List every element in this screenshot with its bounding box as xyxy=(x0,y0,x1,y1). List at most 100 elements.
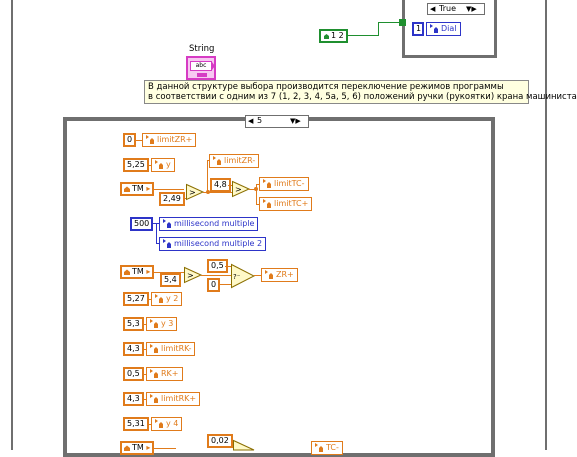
wire-9 xyxy=(228,185,233,186)
wire-24 xyxy=(142,349,147,350)
svg-text:>: > xyxy=(187,271,194,280)
const-0-b[interactable]: 0 xyxy=(207,278,221,292)
const-5-4[interactable]: 5,4 xyxy=(160,273,181,287)
svg-text:?⁻: ?⁻ xyxy=(233,273,241,281)
ind-ZR-plus[interactable]: ZR+ xyxy=(261,268,298,282)
wire-18 xyxy=(201,275,232,276)
outer-frame-right xyxy=(545,0,547,450)
const-0-5-b[interactable]: 0,5 xyxy=(123,367,144,381)
ind-TC-minus[interactable]: TC- xyxy=(311,441,343,455)
outer-frame-left xyxy=(11,0,13,450)
const-5-31[interactable]: 5,31 xyxy=(123,417,149,431)
ind-y4[interactable]: y 4 xyxy=(151,417,183,431)
case-selector-value: 5 xyxy=(257,116,263,125)
tm-arrow-icon: ▸ xyxy=(146,184,151,193)
true-case-selector[interactable]: ◀ True ▼▶ xyxy=(427,3,485,15)
wire-5 xyxy=(203,192,208,193)
wire-22 xyxy=(147,299,151,300)
const-500[interactable]: 500 xyxy=(130,217,154,231)
tm-arrow-icon: ▸ xyxy=(146,267,151,276)
greater-than-node-2[interactable]: > xyxy=(232,180,251,198)
wire-junction-2 xyxy=(254,187,258,191)
const-4-3-a[interactable]: 4,3 xyxy=(123,342,144,356)
const-2-49[interactable]: 2,49 xyxy=(159,192,185,206)
ind-limitTC-plus[interactable]: limitTC+ xyxy=(259,197,313,211)
const-5-25[interactable]: 5,25 xyxy=(123,158,149,172)
const-4-3-b[interactable]: 4,3 xyxy=(123,392,144,406)
local-variable-icon xyxy=(213,156,221,165)
svg-text:>: > xyxy=(189,188,196,197)
local-variable-icon xyxy=(155,160,163,169)
const-5-3[interactable]: 5,3 xyxy=(123,317,144,331)
ring-icon xyxy=(324,34,329,39)
wire-11 xyxy=(256,184,257,205)
const-TM-2[interactable]: TM ▸ xyxy=(120,265,155,279)
ind-limitTC-minus[interactable]: limitTC- xyxy=(259,177,309,191)
wire-3 xyxy=(154,189,184,190)
wire-17 xyxy=(154,272,184,273)
comment-box: В данной структуре выбора производится п… xyxy=(144,80,577,104)
wire-10 xyxy=(249,189,257,190)
ind-ms-multiple-2[interactable]: millisecond multiple 2 xyxy=(159,237,267,251)
case-tunnel xyxy=(399,19,406,26)
wire-26 xyxy=(142,399,147,400)
true-case-structure xyxy=(402,0,497,58)
local-variable-icon xyxy=(150,369,158,378)
wire-7 xyxy=(207,160,210,161)
ind-y[interactable]: y xyxy=(151,158,175,172)
ring-constant[interactable]: 1 2 xyxy=(319,29,348,43)
ind-y2[interactable]: y 2 xyxy=(151,292,183,306)
ind-RK-plus[interactable]: RK+ xyxy=(146,367,183,381)
const-TM-3[interactable]: TM ▸ xyxy=(120,441,155,455)
greater-than-node-1[interactable]: > xyxy=(186,183,205,201)
local-variable-icon xyxy=(163,239,171,248)
wire-4 xyxy=(183,198,187,199)
const-0-02[interactable]: 0,02 xyxy=(207,434,233,448)
wire-23 xyxy=(142,324,147,325)
select-node-2[interactable] xyxy=(233,439,255,451)
tm-arrow-icon: ▸ xyxy=(146,443,151,452)
wire-13 xyxy=(256,204,260,205)
greater-than-node-3[interactable]: > xyxy=(184,266,203,284)
ind-limitRK-minus[interactable]: limitRK- xyxy=(146,342,196,356)
comment-line-2: в соответствии с одним из 7 (1, 2, 3, 4,… xyxy=(148,92,577,102)
ind-y3[interactable]: y 3 xyxy=(146,317,178,331)
case-selector-dropdown-icon: ▼▶ xyxy=(290,117,301,125)
local-variable-icon xyxy=(155,294,163,303)
green-wire-h1 xyxy=(348,35,378,36)
case-selector[interactable]: ◀ 5 ▼▶ xyxy=(245,115,309,128)
wire-27 xyxy=(147,424,151,425)
local-variable-icon xyxy=(146,135,154,144)
ind-limitZR-plus[interactable]: limitZR+ xyxy=(142,133,197,147)
index-constant[interactable]: 1 xyxy=(412,22,424,36)
green-wire-h2 xyxy=(378,22,400,23)
dial-indicator[interactable]: Dial xyxy=(426,22,461,36)
select-node[interactable]: ?⁻ xyxy=(231,263,256,289)
const-TM-1[interactable]: TM ▸ xyxy=(120,182,155,196)
local-variable-icon xyxy=(150,394,158,403)
selector-dropdown-icon: ▼▶ xyxy=(466,5,477,13)
tm-icon xyxy=(124,186,130,192)
wire-28 xyxy=(154,448,176,449)
local-variable-icon xyxy=(163,219,171,228)
selector-left-icon: ◀ xyxy=(430,5,436,13)
const-5-27[interactable]: 5,27 xyxy=(123,292,149,306)
local-variable-icon xyxy=(155,419,163,428)
ind-limitZR-minus[interactable]: limitZR- xyxy=(209,154,260,168)
local-variable-icon xyxy=(315,443,323,452)
case-selector-left-icon: ◀ xyxy=(248,117,254,125)
ind-limitRK-plus[interactable]: limitRK+ xyxy=(146,392,201,406)
string-control-inner: abc xyxy=(190,61,212,71)
wire-8 xyxy=(207,192,233,193)
string-control[interactable]: abc xyxy=(186,56,216,80)
wire-12 xyxy=(256,184,260,185)
local-variable-icon xyxy=(263,179,271,188)
true-case-label: True xyxy=(439,4,456,13)
tm-icon xyxy=(124,445,130,451)
string-control-foot xyxy=(197,73,207,77)
wire-21 xyxy=(254,275,262,276)
const-0-a[interactable]: 0 xyxy=(123,133,137,147)
ind-ms-multiple[interactable]: millisecond multiple xyxy=(159,217,259,231)
wire-20 xyxy=(220,284,232,285)
string-control-arrow-icon xyxy=(212,62,215,70)
